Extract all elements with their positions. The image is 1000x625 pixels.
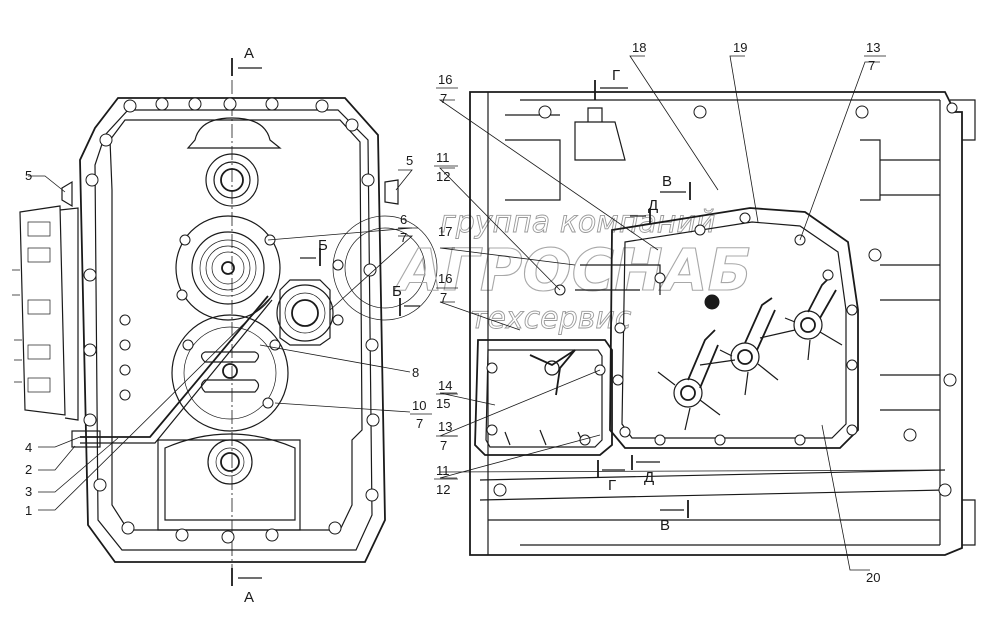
callout-2: 2 bbox=[25, 462, 32, 477]
callout-4: 4 bbox=[25, 440, 32, 455]
watermark-line3: техсервис bbox=[470, 301, 632, 336]
section-a-bottom-label: А bbox=[244, 589, 254, 606]
section-g-top-label: Г bbox=[612, 67, 620, 84]
callout-7-b: 7 bbox=[416, 416, 423, 431]
callout-13-a: 13 bbox=[438, 419, 452, 434]
callout-7-f: 7 bbox=[868, 58, 875, 73]
callout-labels: 1 4 2 3 5 5 6 7 8 10 7 16 7 11 12 17 16 … bbox=[25, 40, 886, 585]
front-view bbox=[12, 80, 399, 575]
section-marks-side: Г В Д Г Д В bbox=[594, 67, 691, 534]
callout-5-right: 5 bbox=[406, 153, 413, 168]
callout-3: 3 bbox=[25, 484, 32, 499]
watermark: группа компаний АГРОСНАБ техсервис bbox=[332, 205, 752, 336]
callout-1: 1 bbox=[25, 503, 32, 518]
callout-7-d: 7 bbox=[440, 290, 447, 305]
section-b-marks: Б Б bbox=[300, 237, 420, 316]
callout-15: 15 bbox=[436, 396, 450, 411]
watermark-line2: АГРОСНАБ bbox=[394, 236, 752, 304]
callout-16-b: 16 bbox=[438, 271, 452, 286]
callout-19: 19 bbox=[733, 40, 747, 55]
callout-5-left: 5 bbox=[25, 168, 32, 183]
callout-11-b: 11 bbox=[436, 463, 450, 478]
callout-6: 6 bbox=[400, 212, 407, 227]
section-d-bottom-label: Д bbox=[644, 469, 654, 486]
section-b-bottom-label: Б bbox=[392, 283, 402, 300]
callout-18: 18 bbox=[632, 40, 646, 55]
front-view-bolts bbox=[83, 97, 380, 544]
callout-14: 14 bbox=[438, 378, 452, 393]
section-d-top-label: Д bbox=[648, 197, 658, 214]
callout-12-b: 12 bbox=[436, 482, 450, 497]
callout-10: 10 bbox=[412, 398, 426, 413]
section-a-marks: А А bbox=[231, 45, 262, 606]
callout-7-a: 7 bbox=[400, 230, 407, 245]
callout-17: 17 bbox=[438, 224, 452, 239]
callout-7-c: 7 bbox=[440, 91, 447, 106]
section-b-top-label: Б bbox=[318, 237, 328, 254]
callout-16-a: 16 bbox=[438, 72, 452, 87]
callout-13-b: 13 bbox=[866, 40, 880, 55]
section-a-top-label: А bbox=[244, 45, 254, 62]
section-v-bottom-label: В bbox=[660, 517, 670, 534]
callout-20: 20 bbox=[866, 570, 880, 585]
callout-11-a: 11 bbox=[436, 150, 450, 165]
leader-lines bbox=[28, 55, 946, 571]
callout-7-e: 7 bbox=[440, 438, 447, 453]
callout-8: 8 bbox=[412, 365, 419, 380]
section-v-top-label: В bbox=[662, 173, 672, 190]
section-g-bottom-label: Г bbox=[608, 477, 616, 494]
callout-12-a: 12 bbox=[436, 169, 450, 184]
